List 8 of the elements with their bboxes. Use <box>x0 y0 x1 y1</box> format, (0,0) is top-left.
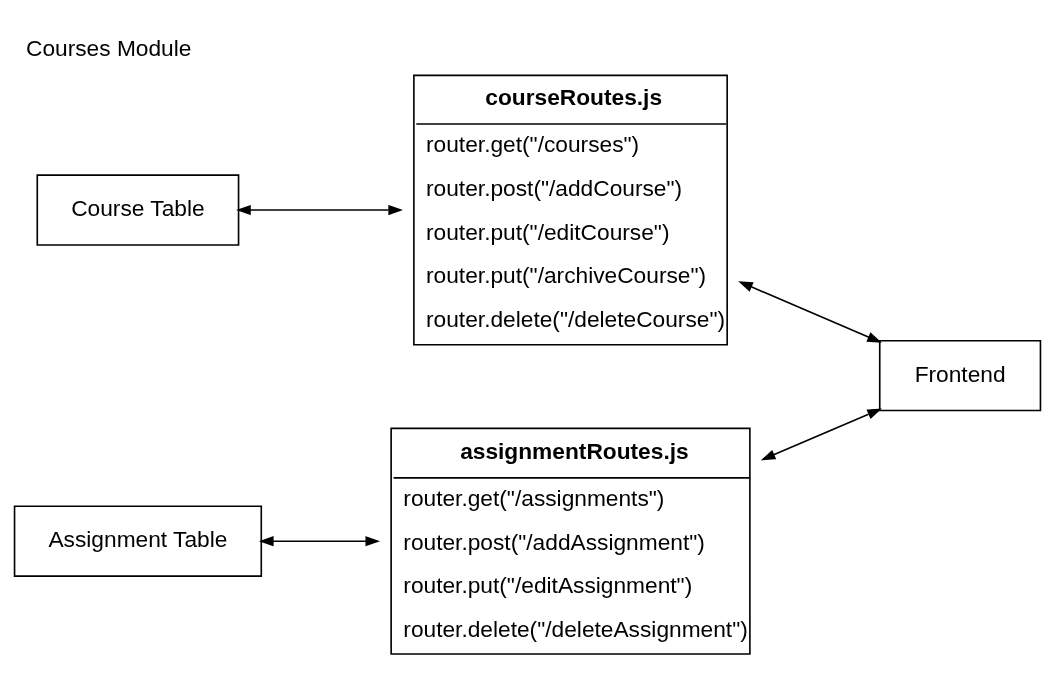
arrow <box>258 536 381 547</box>
node-box: Course Table <box>36 174 240 246</box>
arrow <box>760 408 882 461</box>
arrow <box>738 281 882 343</box>
arrow <box>236 204 403 216</box>
node-box: Assignment Table <box>13 505 263 577</box>
diagram-title: Courses Module <box>25 35 192 62</box>
node-box: Frontend <box>878 339 1042 412</box>
